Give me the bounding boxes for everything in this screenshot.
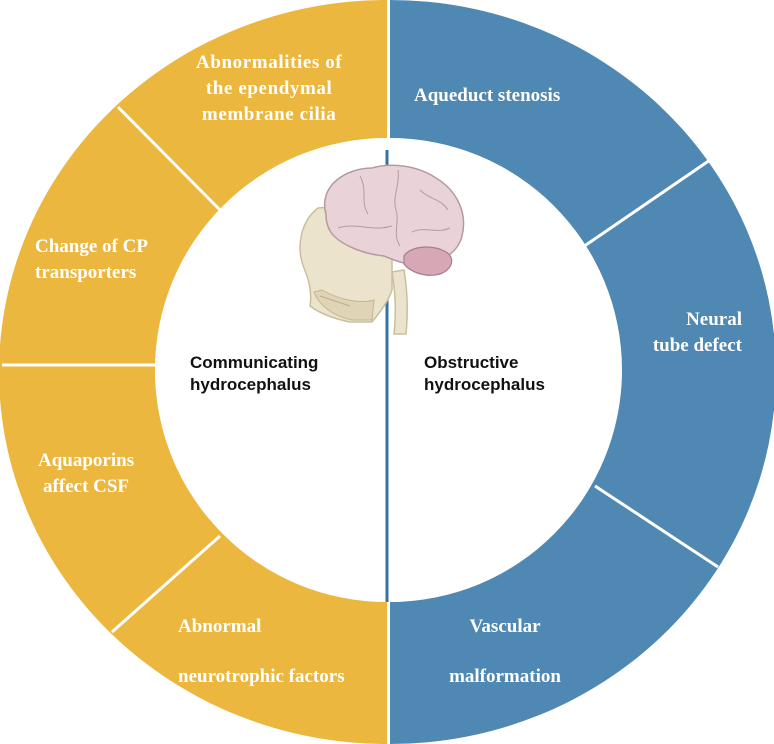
segment-divider [116, 105, 222, 212]
brain-skull-icon [299, 164, 465, 335]
segment-divider [594, 484, 719, 569]
obstructive-ring-half [390, 0, 774, 744]
segment-divider [582, 158, 711, 249]
communicating-ring-half [0, 0, 387, 744]
segment-label-aquaporins: Aquaporins affect CSF [38, 450, 135, 497]
segment-label-ependymal-cilia: Abnormalities of the ependymal membrane … [196, 52, 343, 125]
segment-divider [111, 534, 221, 634]
center-label-communicating: Communicating hydrocephalus [190, 353, 319, 394]
center-label-obstructive: Obstructive hydrocephalus [424, 353, 545, 394]
segment-label-neural-tube-defect: Neural tube defect [652, 309, 742, 356]
segment-label-neurotrophic-factors: Abnormal neurotrophic factors [178, 616, 345, 687]
segment-label-cp-transporters: Change of CP transporters [35, 236, 148, 283]
segment-label-vascular-malformation: Vascular malformation [449, 616, 561, 687]
segment-label-aqueduct-stenosis: Aqueduct stenosis [414, 85, 561, 106]
